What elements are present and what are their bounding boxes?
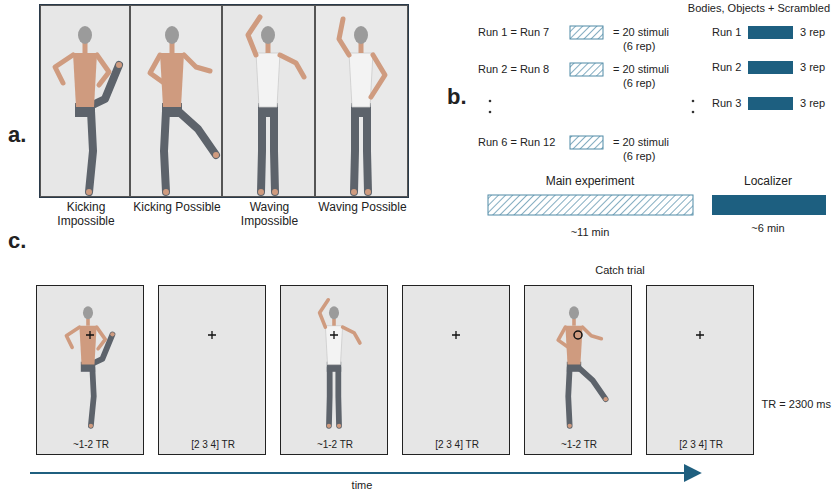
trial-frame: [2 3 4] TR (646, 285, 754, 455)
fixation-cross (208, 331, 216, 339)
trial-frame: [2 3 4] TR (158, 285, 266, 455)
condition-caption: Kicking Impossible (38, 200, 134, 229)
trial-frame: ~1-2 TR (36, 285, 144, 455)
stimulus-image: Waving Impossible (222, 5, 315, 197)
annotation: Run 2 (712, 61, 741, 74)
annotation: = 20 stimuli (613, 136, 669, 149)
body-figure (558, 306, 608, 428)
annotation: = 20 stimuli (613, 63, 669, 76)
annotation: TR = 2300 ms (762, 398, 831, 411)
annotation: Run 3 (712, 97, 741, 110)
annotation: time (352, 479, 373, 492)
time-arrow (30, 472, 700, 474)
fixation-cross (696, 331, 704, 339)
localizer-heading: Bodies, Objects + Scrambled (688, 2, 830, 15)
localizer-bar (712, 195, 826, 215)
body-figure (66, 306, 114, 428)
body-figure (248, 17, 304, 195)
condition-caption: Kicking Possible (128, 200, 226, 214)
fixation-cross (86, 331, 94, 339)
body-figure (55, 26, 122, 195)
annotation: Run 2 = Run 8 (478, 63, 549, 76)
annotation: ~6 min (751, 222, 784, 235)
body-figure (150, 26, 219, 195)
annotation: Main experiment (546, 175, 635, 189)
panel-letter: c. (8, 228, 26, 253)
run-block (570, 26, 603, 39)
annotation: 3 rep (800, 61, 825, 74)
panel-letter: b. (447, 84, 467, 109)
annotation: ~11 min (571, 226, 610, 239)
duration-label: [2 3 4] TR (405, 439, 509, 451)
localizer-block (748, 97, 793, 110)
annotation: (6 rep) (623, 40, 655, 53)
duration-label: [2 3 4] TR (649, 439, 753, 451)
annotation: = 20 stimuli (613, 26, 669, 39)
condition-caption: Waving Impossible (220, 200, 319, 229)
run-block (570, 63, 603, 76)
annotation: Run 1 (712, 26, 741, 39)
body-figure (320, 300, 360, 428)
annotation: 3 rep (800, 26, 825, 39)
annotation: (6 rep) (623, 150, 655, 163)
annotation: Run 6 = Run 12 (478, 136, 555, 149)
main-bar (488, 195, 693, 215)
duration-label: ~1-2 TR (39, 439, 143, 451)
annotation: 3 rep (800, 97, 825, 110)
run-block (570, 136, 603, 149)
trial-frame: [2 3 4] TR (402, 285, 510, 455)
annotation: (6 rep) (623, 77, 655, 90)
trial-frame: ~1-2 TR (524, 285, 632, 455)
localizer-block (748, 26, 793, 39)
panel-letter: a. (8, 122, 26, 147)
annotation: Localizer (744, 175, 792, 189)
condition-caption: Waving Possible (313, 200, 412, 214)
duration-label: [2 3 4] TR (161, 439, 265, 451)
duration-label: ~1-2 TR (283, 439, 387, 451)
annotation: Catch trial (595, 264, 645, 277)
catch-symbol (574, 331, 582, 339)
trial-frame: ~1-2 TR (280, 285, 388, 455)
duration-label: ~1-2 TR (527, 439, 631, 451)
body-figure (339, 19, 385, 195)
fixation-cross (330, 331, 338, 339)
fixation-cross (452, 331, 460, 339)
localizer-block (748, 61, 793, 74)
annotation: Run 1 = Run 7 (478, 26, 549, 39)
stimulus-image: Waving Possible (315, 5, 408, 197)
stimulus-image: Kicking Possible (130, 5, 222, 197)
stimulus-image: Kicking Impossible (40, 5, 130, 197)
panel-frame (40, 5, 408, 197)
